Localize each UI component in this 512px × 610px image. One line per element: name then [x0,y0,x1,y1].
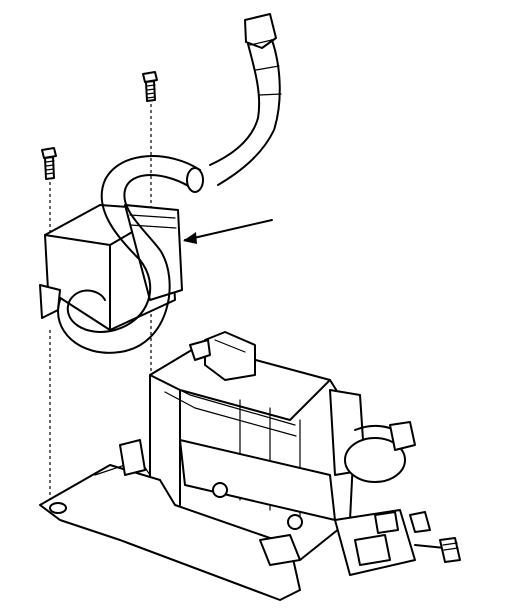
filter-box [39,204,183,331]
solenoid-valve [334,509,461,576]
mounting-bracket [39,439,336,601]
s-shaped-hose [57,155,204,354]
upper-hose [209,13,282,186]
bolt-icon-left [41,147,57,500]
callout-a [183,219,273,244]
